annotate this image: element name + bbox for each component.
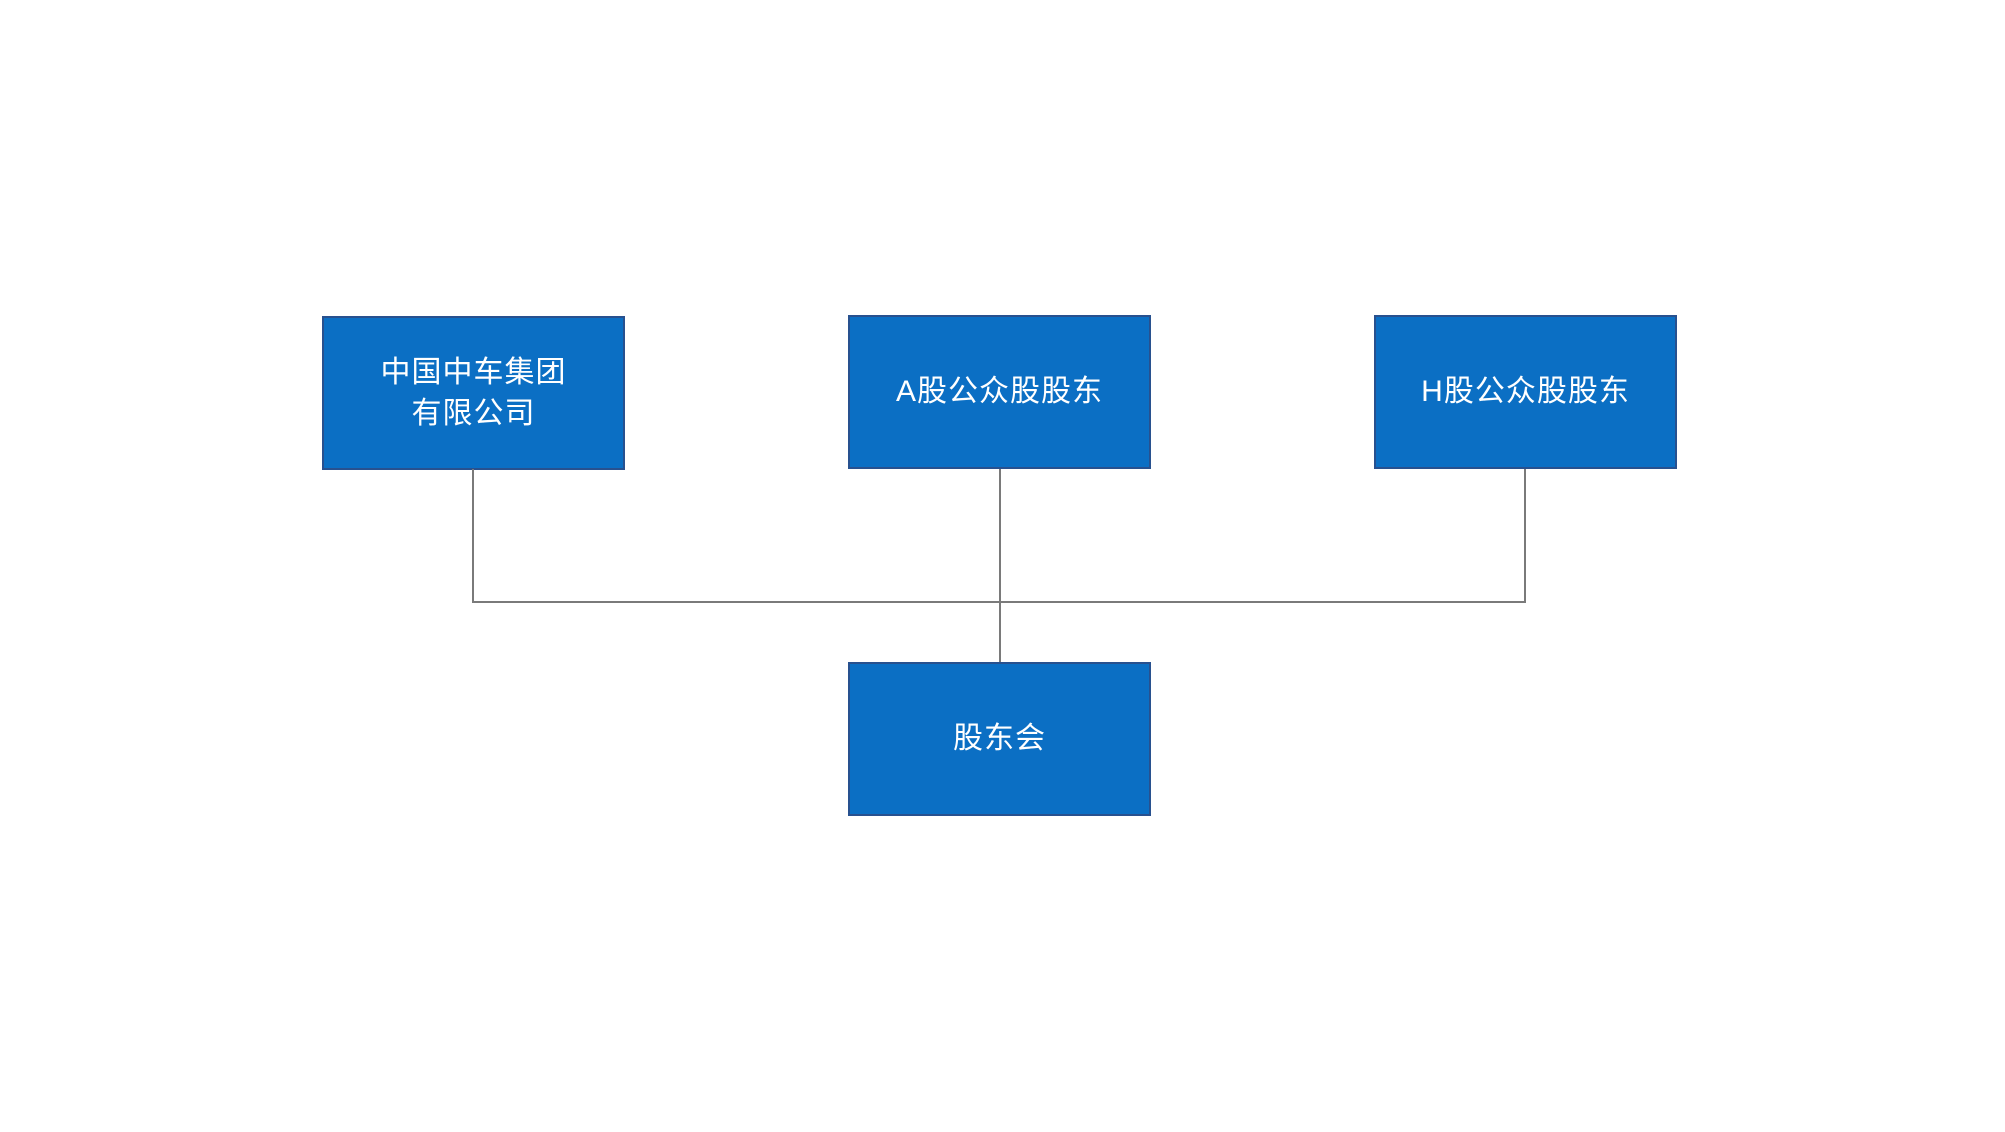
org-node-shareholders-meeting[interactable]: 股东会	[848, 662, 1151, 816]
org-node-h-share-holders-label: H股公众股股东	[1421, 375, 1630, 409]
connector-crrc-group-drop-line	[472, 469, 474, 603]
org-node-crrc-group-label: 中国中车集团 有限公司	[380, 355, 567, 430]
connector-a-share-drop-line	[999, 469, 1001, 662]
org-node-h-share-holders[interactable]: H股公众股股东	[1374, 315, 1677, 469]
connector-h-share-drop-line	[1524, 469, 1526, 603]
org-node-a-share-holders-label: A股公众股股东	[895, 375, 1103, 409]
org-node-shareholders-meeting-label: 股东会	[953, 722, 1046, 756]
connector-horizontal-bus-line	[472, 601, 1526, 603]
org-node-crrc-group[interactable]: 中国中车集团 有限公司	[322, 316, 625, 470]
org-node-a-share-holders[interactable]: A股公众股股东	[848, 315, 1151, 469]
